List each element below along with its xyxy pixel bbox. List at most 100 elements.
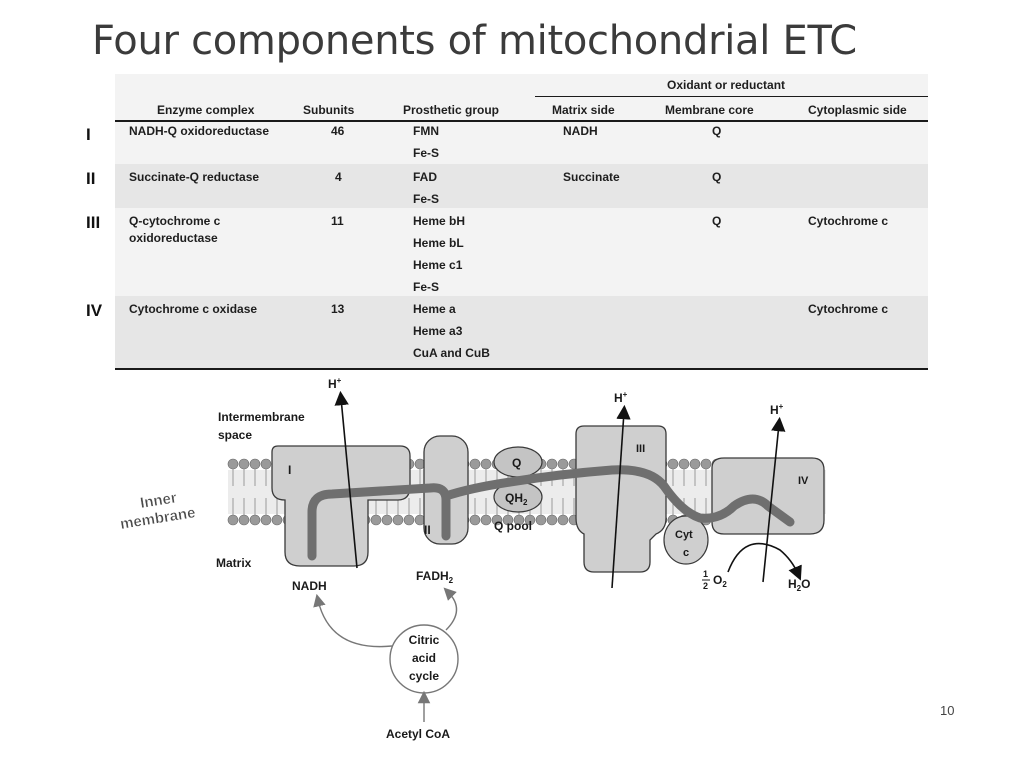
complex-iv-shape bbox=[711, 457, 825, 535]
row3-enzyme-line2: oxidoreductase bbox=[129, 231, 218, 245]
fadh2-label: FADH2 bbox=[416, 569, 454, 585]
arrow-to-nadh bbox=[313, 593, 393, 648]
lipid-head bbox=[227, 458, 239, 470]
lipid-head bbox=[469, 458, 481, 470]
row2-core: Q bbox=[712, 170, 722, 184]
lipid-head bbox=[249, 458, 261, 470]
complex-iii-shape bbox=[575, 425, 667, 573]
row3-group-4: Fe-S bbox=[413, 280, 440, 294]
proton-arrow-3 bbox=[762, 416, 786, 583]
row2-group-2: Fe-S bbox=[413, 192, 440, 206]
row2-enzyme: Succinate-Q reductase bbox=[129, 170, 260, 184]
col-header-cytoplasmic: Cytoplasmic side bbox=[808, 103, 907, 117]
complex-iii-label: III bbox=[636, 443, 645, 455]
proton-arrow-2 bbox=[611, 404, 631, 589]
lipid-head bbox=[260, 514, 272, 526]
lipid-head bbox=[546, 458, 558, 470]
col-header-core: Membrane core bbox=[665, 103, 754, 117]
lipid-head bbox=[370, 514, 382, 526]
cytochrome-c-shape bbox=[663, 515, 709, 565]
row2-matrix: Succinate bbox=[563, 170, 620, 184]
lipid-head bbox=[700, 458, 712, 470]
lipid-head bbox=[381, 514, 393, 526]
lipid-head bbox=[689, 458, 701, 470]
row4-group-1: Heme a bbox=[413, 302, 456, 316]
cyt-c-label: c bbox=[683, 547, 689, 559]
lipid-head bbox=[557, 514, 569, 526]
lipid-head bbox=[238, 514, 250, 526]
row-numeral-4: IV bbox=[86, 301, 103, 320]
complex-i-label: I bbox=[288, 463, 291, 477]
o2-label: O2 bbox=[713, 573, 727, 589]
proton-arrow-1 bbox=[334, 390, 358, 569]
electron-path bbox=[307, 465, 795, 561]
row1-group-2: Fe-S bbox=[413, 146, 440, 160]
col-header-enzyme: Enzyme complex bbox=[157, 103, 255, 117]
cyt-label: Cyt bbox=[675, 529, 693, 541]
row4-group-3: CuA and CuB bbox=[413, 346, 490, 360]
row4-group-2: Heme a3 bbox=[413, 324, 463, 338]
lipid-head bbox=[513, 514, 525, 526]
h2o-label: H2O bbox=[788, 577, 810, 593]
lipid-head bbox=[480, 458, 492, 470]
col-header-matrix: Matrix side bbox=[552, 103, 615, 117]
acetyl-coa-label: Acetyl CoA bbox=[386, 727, 450, 741]
row3-group-3: Heme c1 bbox=[413, 258, 463, 272]
row-numeral-2: II bbox=[86, 169, 96, 188]
lipid-head bbox=[667, 458, 679, 470]
q-label: Q bbox=[512, 456, 521, 470]
complex-ii-label: II bbox=[424, 523, 431, 537]
q-pool-label: Q pool bbox=[494, 519, 532, 533]
row-numeral-1: I bbox=[86, 125, 91, 144]
row4-cyto: Cytochrome c bbox=[808, 302, 889, 316]
proton-label-1: H+ bbox=[328, 376, 342, 391]
row-band-4 bbox=[115, 296, 928, 370]
row1-subunits: 46 bbox=[331, 124, 345, 138]
row3-core: Q bbox=[712, 214, 722, 228]
lipid-head bbox=[480, 514, 492, 526]
lipid-head bbox=[491, 514, 503, 526]
arrow-to-fadh2 bbox=[443, 587, 458, 631]
half-numerator: 1 bbox=[703, 569, 708, 579]
row1-core: Q bbox=[712, 124, 722, 138]
group-header-rule bbox=[535, 96, 928, 97]
lipid-head bbox=[271, 514, 283, 526]
proton-label-2: H+ bbox=[614, 390, 628, 405]
row1-enzyme: NADH-Q oxidoreductase bbox=[129, 124, 270, 138]
group-header-oxidant: Oxidant or reductant bbox=[667, 78, 786, 92]
row3-group-1: Heme bH bbox=[413, 214, 466, 228]
inner-label: Inner bbox=[139, 489, 178, 512]
intermembrane-space-label: space bbox=[218, 428, 252, 442]
lipid-head bbox=[524, 514, 536, 526]
complex-iv-label: IV bbox=[798, 475, 809, 487]
slide-title: Four components of mitochondrial ETC bbox=[92, 18, 857, 64]
row-numeral-3: III bbox=[86, 213, 101, 232]
row3-subunits: 11 bbox=[331, 214, 344, 228]
lipid-head bbox=[678, 458, 690, 470]
page-number: 10 bbox=[940, 703, 955, 718]
oxygen-reduction-arrow bbox=[727, 542, 802, 581]
etc-components-table: Oxidant or reductant Enzyme complex Subu… bbox=[115, 74, 928, 370]
table-bottom-rule bbox=[115, 368, 928, 370]
lipid-head bbox=[249, 514, 261, 526]
lipid-head bbox=[403, 514, 415, 526]
row2-group-1: FAD bbox=[413, 170, 437, 184]
cycle-label: cycle bbox=[409, 669, 439, 683]
lipid-head bbox=[227, 514, 239, 526]
acid-label: acid bbox=[412, 651, 436, 665]
lipid-head bbox=[238, 458, 250, 470]
lipid-head bbox=[260, 458, 272, 470]
half-denominator: 2 bbox=[703, 581, 708, 591]
row-band-2 bbox=[115, 164, 928, 208]
intermembrane-label: Intermembrane bbox=[218, 410, 305, 424]
row4-enzyme: Cytochrome c oxidase bbox=[129, 302, 258, 316]
citric-label: Citric bbox=[409, 633, 440, 647]
lipid-head bbox=[557, 458, 569, 470]
row3-group-2: Heme bL bbox=[413, 236, 464, 250]
header-rule bbox=[115, 120, 928, 122]
lipid-head bbox=[546, 514, 558, 526]
row3-cyto: Cytochrome c bbox=[808, 214, 889, 228]
matrix-label: Matrix bbox=[216, 556, 252, 570]
complex-i-shape bbox=[271, 445, 411, 567]
